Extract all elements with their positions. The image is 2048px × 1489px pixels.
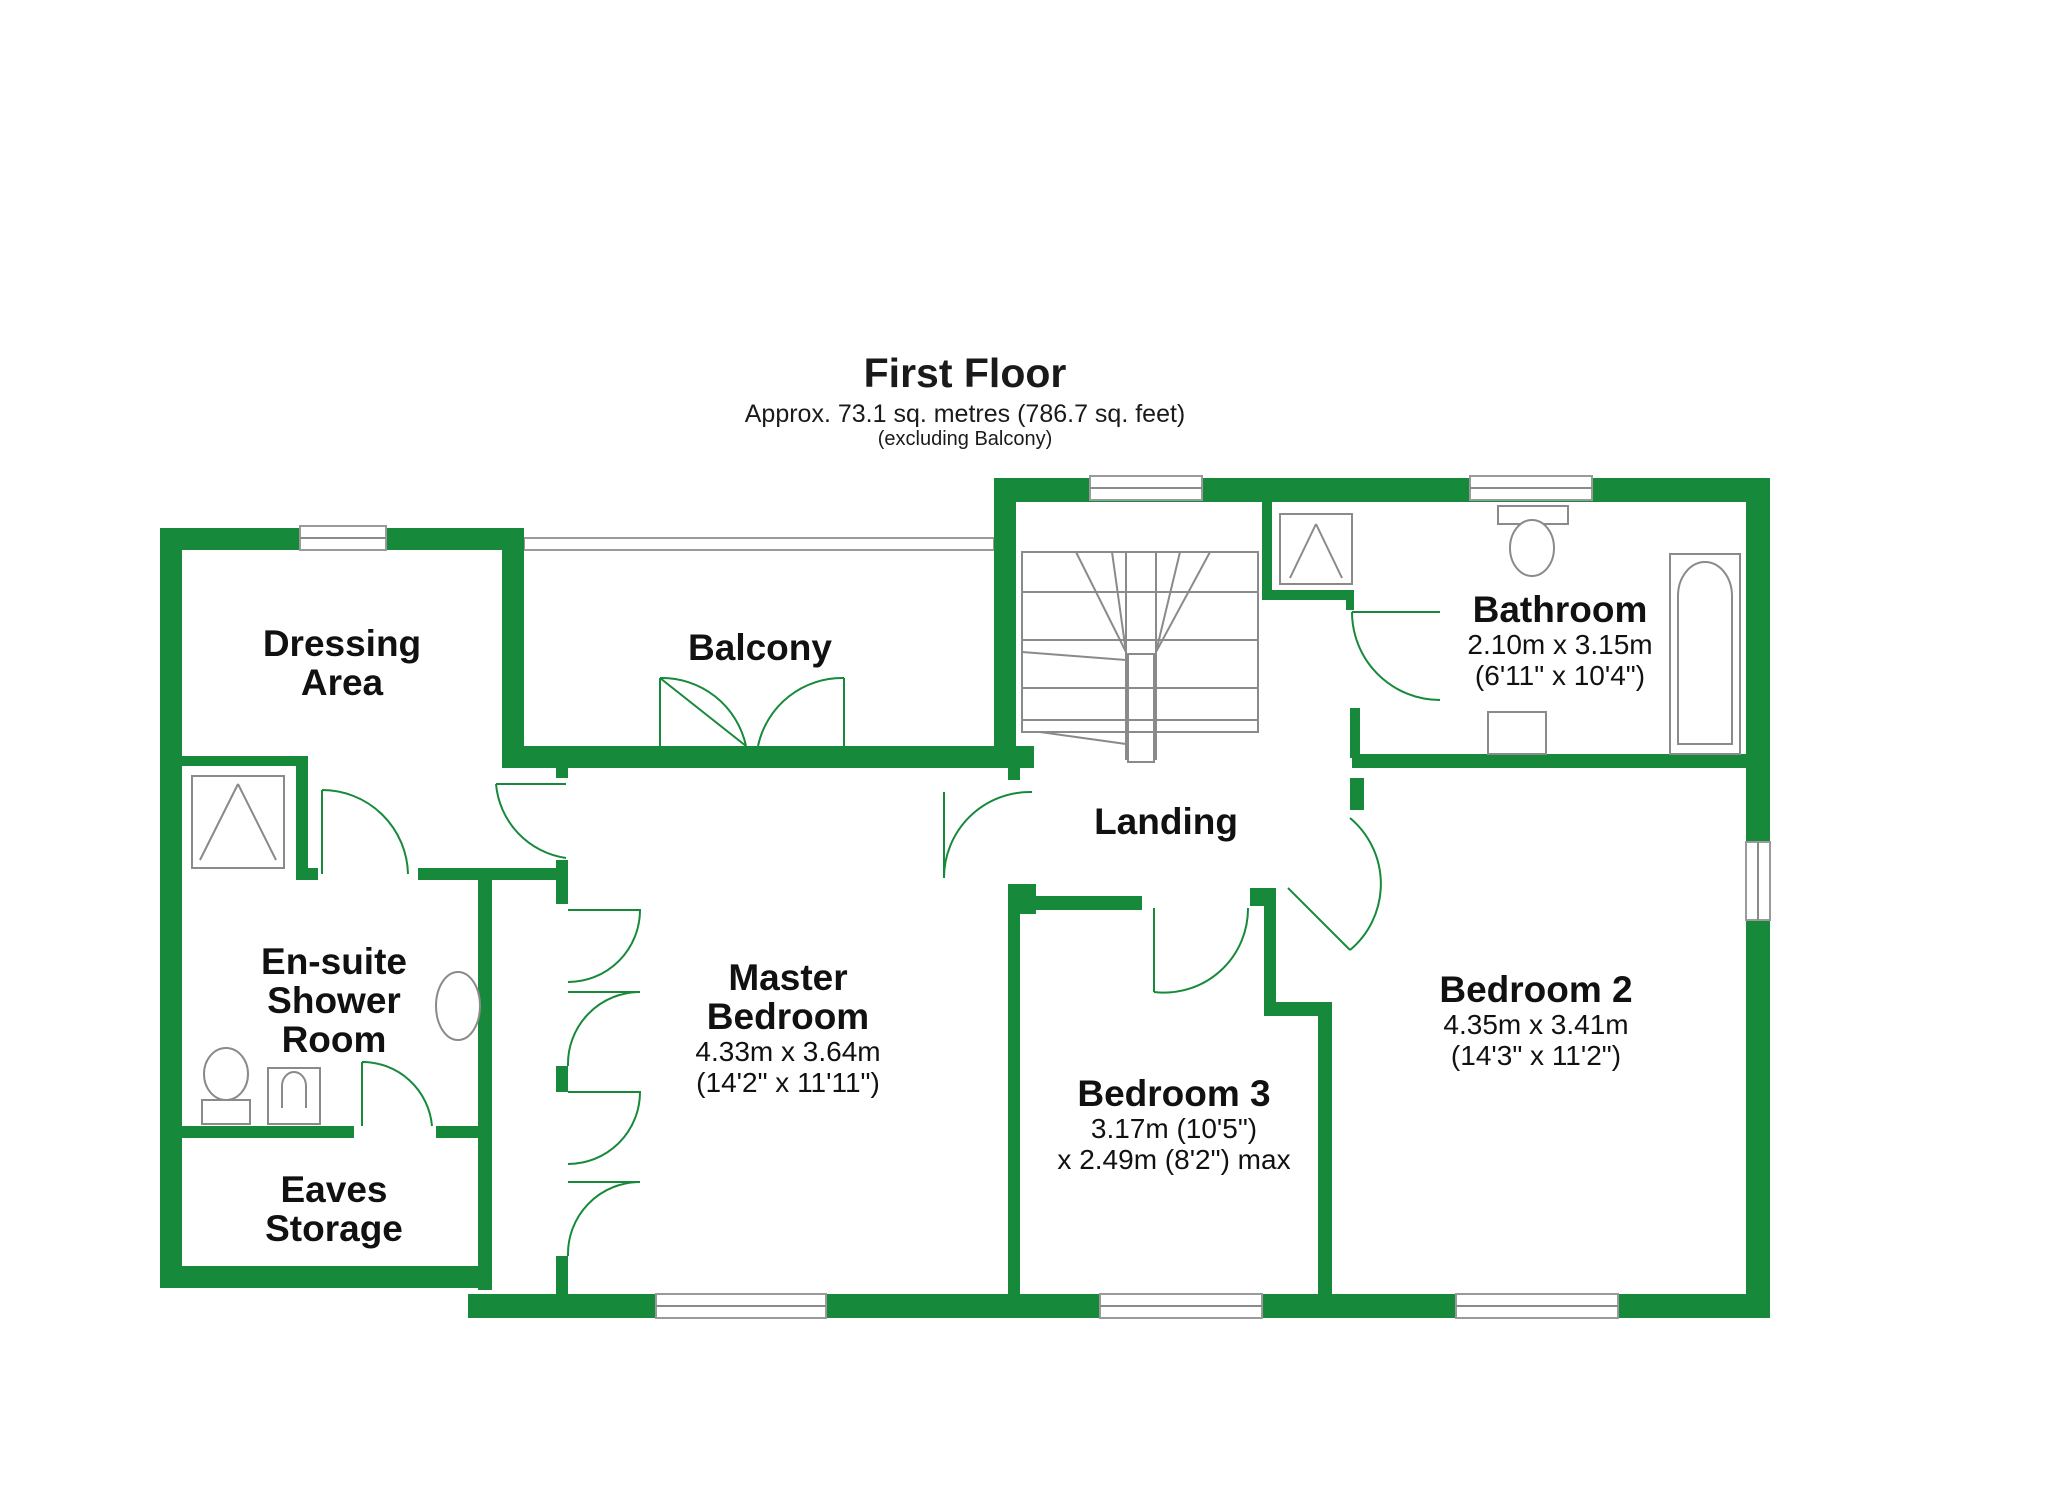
room-name: Dressing Area	[262, 623, 422, 703]
room-name: Landing	[1094, 801, 1238, 842]
room-name: En-suite Shower Room	[261, 941, 407, 1060]
room-name: Bedroom 2	[1439, 969, 1633, 1010]
staircase	[1021, 551, 1259, 763]
room-bedroom-2: Bedroom 2 4.35m x 3.41m (14'3" x 11'2")	[1439, 970, 1632, 1071]
room-master-bedroom: Master Bedroom 4.33m x 3.64m (14'2" x 11…	[695, 958, 880, 1098]
room-bedroom-3: Bedroom 3 3.17m (10'5") x 2.49m (8'2") m…	[1057, 1074, 1290, 1175]
room-name: Bedroom 3	[1077, 1073, 1271, 1114]
balcony-rail	[523, 537, 995, 551]
room-eaves-storage: Eaves Storage	[265, 1170, 403, 1248]
floor-title: First Floor	[863, 350, 1067, 396]
room-dimensions: 4.33m x 3.64m (14'2" x 11'11")	[695, 1036, 881, 1098]
room-dimensions: 3.17m (10'5") x 2.49m (8'2") max	[1057, 1113, 1291, 1175]
ensuite-fixtures	[191, 775, 481, 1125]
room-landing: Landing	[1094, 802, 1238, 841]
room-balcony: Balcony	[688, 628, 832, 667]
room-dimensions: 4.35m x 3.41m (14'3" x 11'2")	[1443, 1009, 1629, 1071]
room-dimensions: 2.10m x 3.15m (6'11" x 10'4")	[1467, 629, 1653, 691]
doors	[321, 611, 1441, 1257]
windows	[299, 475, 1771, 1319]
room-name: Master Bedroom	[706, 957, 870, 1037]
floor-note: (excluding Balcony)	[877, 428, 1053, 450]
room-bathroom: Bathroom 2.10m x 3.15m (6'11" x 10'4")	[1467, 590, 1652, 691]
floor-area: Approx. 73.1 sq. metres (786.7 sq. feet)	[744, 400, 1186, 428]
room-ensuite: En-suite Shower Room	[261, 942, 407, 1059]
bathroom-fixtures	[1279, 505, 1741, 755]
room-dressing-area: Dressing Area	[263, 624, 421, 702]
room-name: Balcony	[688, 627, 832, 668]
room-name: Bathroom	[1472, 589, 1648, 630]
room-name: Eaves Storage	[265, 1169, 403, 1249]
